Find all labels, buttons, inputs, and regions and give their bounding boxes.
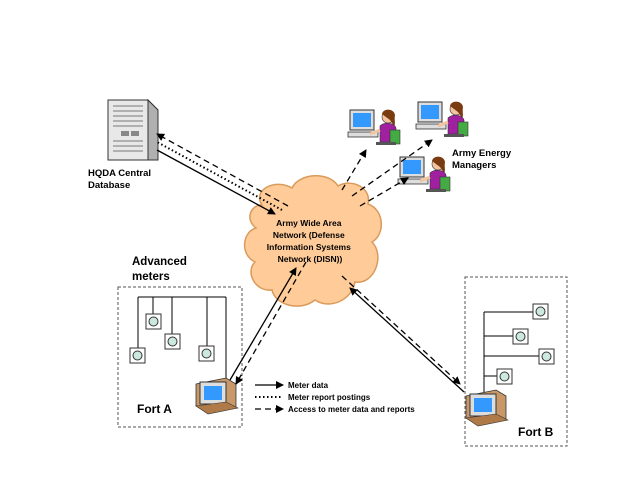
fort-a-access-arrow	[235, 261, 307, 385]
energy-manager-icon	[415, 101, 469, 137]
meter-icon	[198, 345, 215, 362]
fort-b-computer-icon	[465, 389, 509, 427]
hqda-label-line2: Database	[88, 180, 130, 191]
hqda-label-line1: HQDA Central	[88, 168, 151, 179]
energy-manager-icon	[347, 109, 401, 145]
manager-access-arrow	[341, 149, 367, 191]
fort-b-meter-data-arrow	[349, 287, 465, 393]
wan-cloud: Army Wide Area Network (Defense Informat…	[243, 175, 382, 307]
energy-managers-label-line2: Managers	[452, 160, 496, 171]
cloud-label-line2: Network (Defense	[273, 230, 345, 240]
manager-access-arrow	[351, 139, 433, 197]
svg-text:HQDA Central Database: HQDA Central Database	[88, 168, 154, 191]
connections	[156, 133, 465, 393]
energy-managers-label-line1: Army Energy	[452, 148, 512, 159]
fort-a-wiring	[137, 296, 227, 380]
legend-item-meter-data: Meter data	[255, 381, 329, 390]
fort-b-label: Fort B	[518, 425, 554, 439]
advanced-meters-label-line1: Advanced	[132, 256, 187, 268]
meter-icon	[512, 328, 529, 345]
svg-text:Army Energy Managers: Army Energy Managers	[452, 148, 514, 171]
legend: Meter data Meter report postings Access …	[255, 381, 415, 414]
legend-label: Access to meter data and reports	[288, 405, 415, 414]
legend-label: Meter data	[288, 381, 329, 390]
hqda-meter-data-arrow	[156, 149, 276, 215]
svg-text:Army Wide Area Network (: Army Wide Area Network (Defense Informat…	[267, 218, 353, 264]
meter-icon	[496, 368, 513, 385]
cloud-label-line4: Network (DISN))	[278, 254, 343, 264]
cloud-label-line1: Army Wide Area	[276, 218, 342, 228]
legend-item-report-postings: Meter report postings	[255, 393, 371, 402]
server-icon	[107, 98, 159, 161]
meter-icon	[129, 347, 146, 364]
wan-cloud-shape	[243, 175, 382, 307]
fort-a-label: Fort A	[137, 402, 172, 416]
fort-a-computer-icon	[195, 377, 239, 415]
meter-icon	[538, 348, 555, 365]
legend-item-access: Access to meter data and reports	[255, 405, 415, 414]
legend-label: Meter report postings	[288, 393, 371, 402]
hqda-access-arrow	[156, 133, 289, 207]
meter-icon	[532, 303, 549, 320]
fort-a-meter-data-arrow	[229, 267, 297, 381]
meter-icon	[164, 333, 181, 350]
fort-a-boundary	[117, 286, 243, 428]
meter-icon	[145, 313, 162, 330]
fort-b-boundary	[464, 276, 568, 447]
advanced-meters-label-line2: meters	[132, 271, 170, 283]
fort-b-access-arrow	[341, 275, 461, 385]
fort-b-wiring	[483, 311, 546, 395]
energy-manager-icon	[397, 156, 451, 192]
cloud-label-line3: Information Systems	[267, 242, 351, 252]
svg-text:Advanced meters: Advanced meters	[132, 256, 190, 283]
hqda-report-postings-line	[156, 141, 283, 211]
